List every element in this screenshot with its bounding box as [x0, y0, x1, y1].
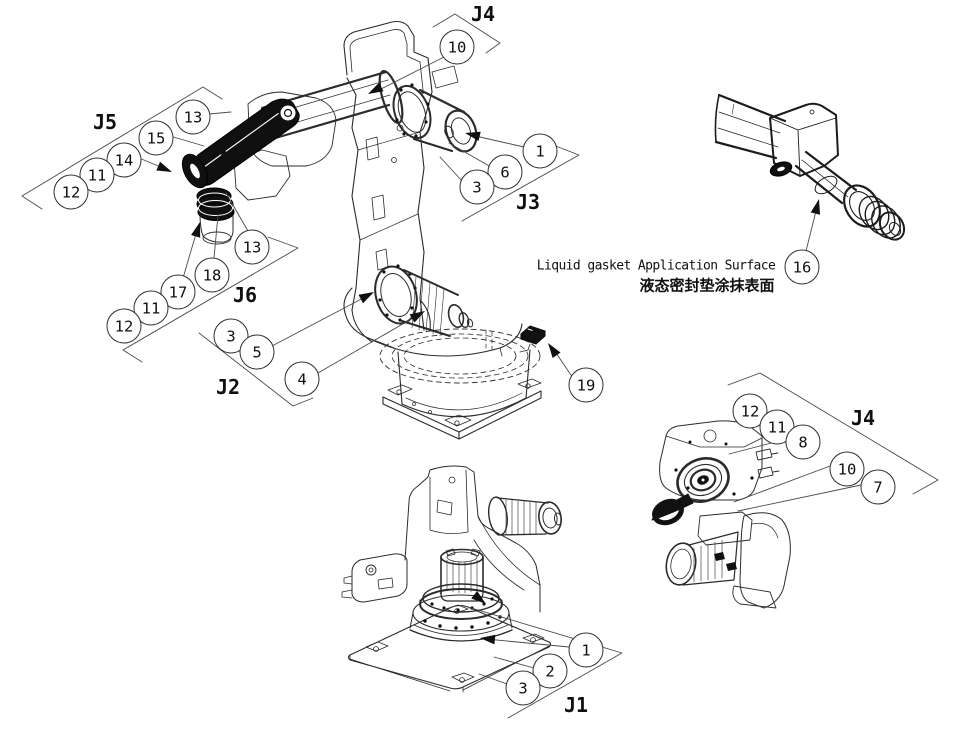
liquid-gasket-note-en: Liquid gasket Application Surface	[536, 258, 776, 274]
balloon-j4det-7: 7	[860, 469, 896, 505]
bracket-j3	[461, 144, 580, 222]
joint-label-j4-top: J4	[470, 2, 496, 26]
balloon-j3-3: 3	[459, 169, 495, 205]
joint-label-j6: J6	[232, 283, 258, 307]
bracket-j2	[198, 332, 314, 407]
balloon-j1-1: 1	[568, 632, 604, 668]
balloon-j6-18: 18	[194, 257, 230, 293]
bracket-j5	[21, 86, 223, 210]
balloon-j5-14: 14	[106, 142, 142, 178]
balloon-j4det-11: 11	[759, 409, 795, 445]
joint-label-j1: J1	[563, 693, 589, 717]
j1-base-detail-view	[341, 465, 563, 693]
j4-gear-detail-view	[651, 420, 791, 609]
balloon-j5-13: 13	[175, 99, 211, 135]
balloon-16: 16	[784, 249, 820, 285]
bracket-j4-top	[432, 13, 501, 54]
balloon-j6-13: 13	[234, 229, 270, 265]
balloon-j2-4: 4	[284, 361, 320, 397]
balloon-j2-5: 5	[239, 334, 275, 370]
balloon-19: 19	[568, 367, 604, 403]
joint-label-j4-detail: J4	[850, 406, 876, 430]
balloon-j4det-10: 10	[829, 451, 865, 487]
balloon-j6-12: 12	[106, 308, 142, 344]
liquid-gasket-note-zh: 液态密封垫涂抹表面	[639, 276, 775, 295]
balloon-j6-17: 17	[160, 274, 196, 310]
wrist-seal-detail-view	[714, 93, 906, 241]
bracket-j4-detail	[727, 372, 939, 495]
bracket-j1	[467, 606, 623, 719]
joint-label-j5: J5	[92, 110, 118, 134]
balloon-j5-15: 15	[138, 120, 174, 156]
bracket-j6	[122, 236, 299, 363]
joint-label-j2: J2	[215, 375, 241, 399]
balloon-j4det-8: 8	[785, 424, 821, 460]
balloon-j5-12: 12	[53, 174, 89, 210]
balloon-j4top-10: 10	[439, 29, 475, 65]
joint-label-j3: J3	[515, 190, 541, 214]
balloon-j1-3: 3	[505, 670, 541, 706]
balloon-j3-1: 1	[522, 133, 558, 169]
callout-arrows	[156, 82, 821, 645]
